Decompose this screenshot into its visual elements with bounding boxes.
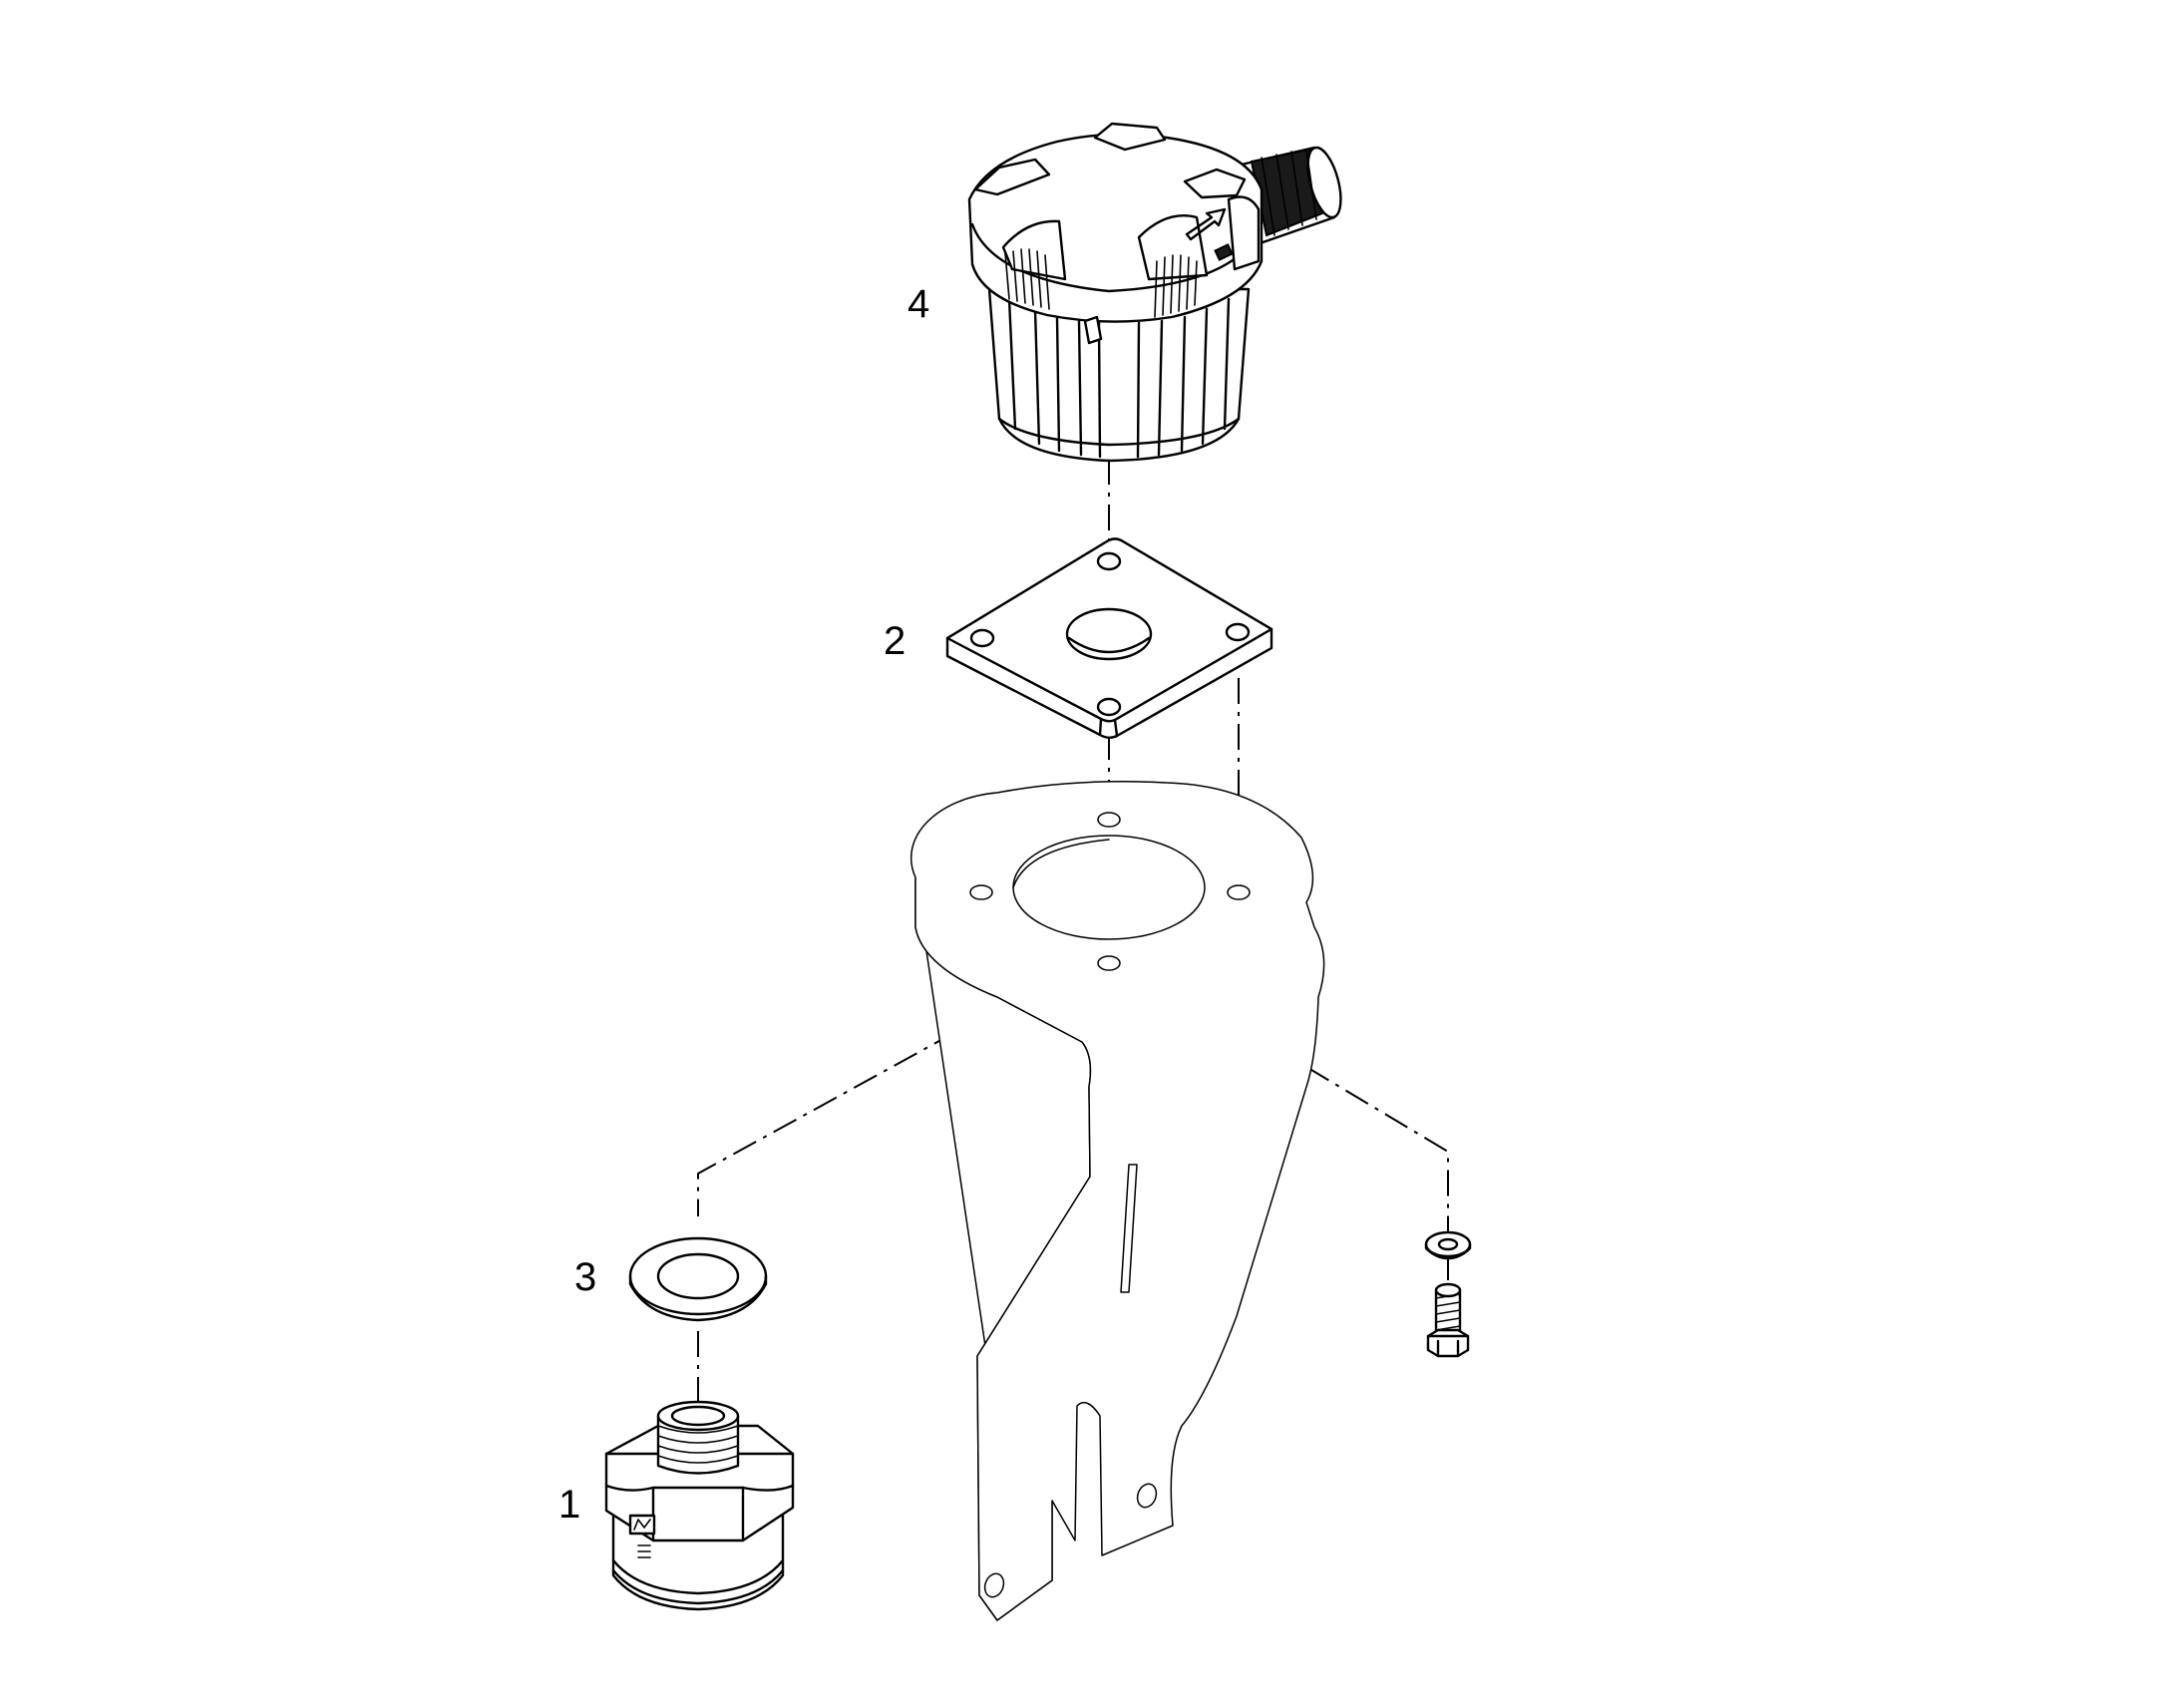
callout-3: 3	[574, 1255, 596, 1299]
callout-2: 2	[884, 619, 906, 663]
mounting-bracket	[909, 781, 1325, 1621]
callout-1: 1	[558, 1483, 580, 1527]
grip-serrations	[1004, 248, 1198, 318]
callout-4: 4	[908, 282, 929, 326]
part-1-threaded-adapter	[604, 1400, 795, 1611]
adapter-marking	[628, 1514, 656, 1558]
part-3-sealing-washer	[628, 1236, 768, 1322]
body-ribs	[997, 297, 1241, 459]
flow-arrow-marking	[1185, 207, 1234, 261]
part-2-gasket	[945, 537, 1273, 739]
part-4-breather-filter	[967, 122, 1342, 463]
lid-tabs	[973, 122, 1261, 281]
spigot-thread	[1227, 146, 1342, 249]
hardware-washer-and-bolt	[1424, 1230, 1472, 1358]
